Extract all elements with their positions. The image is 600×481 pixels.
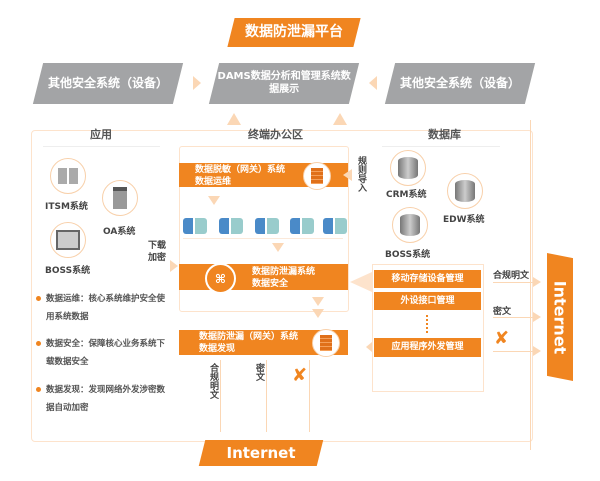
apps-heading: 应用 [90, 128, 112, 141]
divider [43, 146, 160, 147]
arrow-left-icon [369, 76, 377, 90]
download-encrypt-label: 下载加密 [148, 241, 167, 263]
employee-computer-icon [183, 218, 207, 234]
boss-label: BOSS系统 [45, 266, 91, 276]
flow-line [493, 317, 533, 318]
blocked-x-icon: ✘ [494, 328, 510, 349]
bullet-ops: 数据运维：核心系统维护安全使用系统数据 [36, 290, 171, 326]
flow-line [220, 360, 221, 432]
removable-storage-control: 移动存储设备管理 [374, 270, 481, 288]
arrow-left-icon [350, 272, 372, 292]
boss-db-label: BOSS系统 [385, 250, 431, 260]
employee-computer-icon [323, 218, 347, 234]
compliant-plaintext-label: 合规明文 [493, 271, 530, 281]
itsm-label: ITSM系统 [45, 202, 88, 212]
frame-line [530, 120, 531, 450]
divider [382, 146, 500, 147]
arrow-right-icon [533, 346, 541, 356]
more-dots [426, 315, 428, 333]
compliant-plaintext-label: 合规明文 [208, 363, 218, 399]
platform-title: 数据防泄漏平台 [227, 18, 361, 47]
divider [183, 238, 343, 239]
rule-import-label: 规则导入 [356, 156, 366, 192]
crm-label: CRM系统 [386, 190, 427, 200]
arrow-down-icon [312, 309, 324, 318]
dlp-logo-icon: ⌘ [205, 263, 236, 294]
arrow-down-icon [208, 196, 220, 205]
internet-bottom: Internet [198, 440, 324, 466]
flow-line [493, 351, 533, 352]
bullet-discovery: 数据发现：发现网络外发涉密数据自动加密 [36, 381, 171, 417]
other-security-system-right: 其他安全系统（设备） [384, 63, 536, 104]
arrow-up-icon [333, 113, 347, 125]
arrow-right-icon [193, 76, 201, 90]
crm-database-icon [390, 150, 426, 186]
arrow-up-icon [227, 113, 241, 125]
blocked-x-icon: ✘ [292, 365, 308, 386]
firewall-icon [303, 162, 331, 190]
arrow-down-icon [272, 243, 284, 252]
arrow-left-icon [366, 342, 372, 352]
boss-database-icon [392, 207, 428, 243]
database-heading: 数据库 [428, 128, 461, 141]
arrow-left-icon [343, 169, 352, 181]
arrow-right-icon [533, 312, 541, 322]
flow-line [266, 360, 267, 432]
arrow-right-icon [533, 277, 541, 287]
internet-right: Internet [547, 253, 573, 381]
edw-label: EDW系统 [443, 215, 485, 225]
office-heading: 终端办公区 [248, 128, 303, 141]
itsm-icon [50, 158, 86, 194]
control-box [372, 264, 484, 392]
arrow-right-icon [170, 260, 178, 272]
firewall-icon [312, 329, 340, 357]
dams-system: DAMS数据分析和管理系统数据展示 [208, 63, 360, 104]
employee-computer-icon [290, 218, 314, 234]
employee-computer-icon [255, 218, 279, 234]
flow-line [309, 360, 310, 432]
boss-monitor-icon [50, 222, 86, 258]
ciphertext-label: 密文 [254, 363, 264, 381]
peripheral-interface-control: 外设接口管理 [374, 292, 481, 310]
oa-server-icon [102, 180, 138, 216]
other-security-system-left: 其他安全系统（设备） [32, 63, 184, 104]
oa-label: OA系统 [103, 227, 136, 237]
employee-computer-icon [219, 218, 243, 234]
edw-database-icon [447, 173, 483, 209]
bullet-security: 数据安全：保障核心业务系统下载数据安全 [36, 335, 171, 371]
arrow-down-icon [312, 297, 324, 306]
ciphertext-label: 密文 [493, 307, 512, 317]
app-outbound-control: 应用程序外发管理 [374, 338, 481, 357]
office-box [179, 146, 349, 312]
flow-line [493, 282, 533, 283]
